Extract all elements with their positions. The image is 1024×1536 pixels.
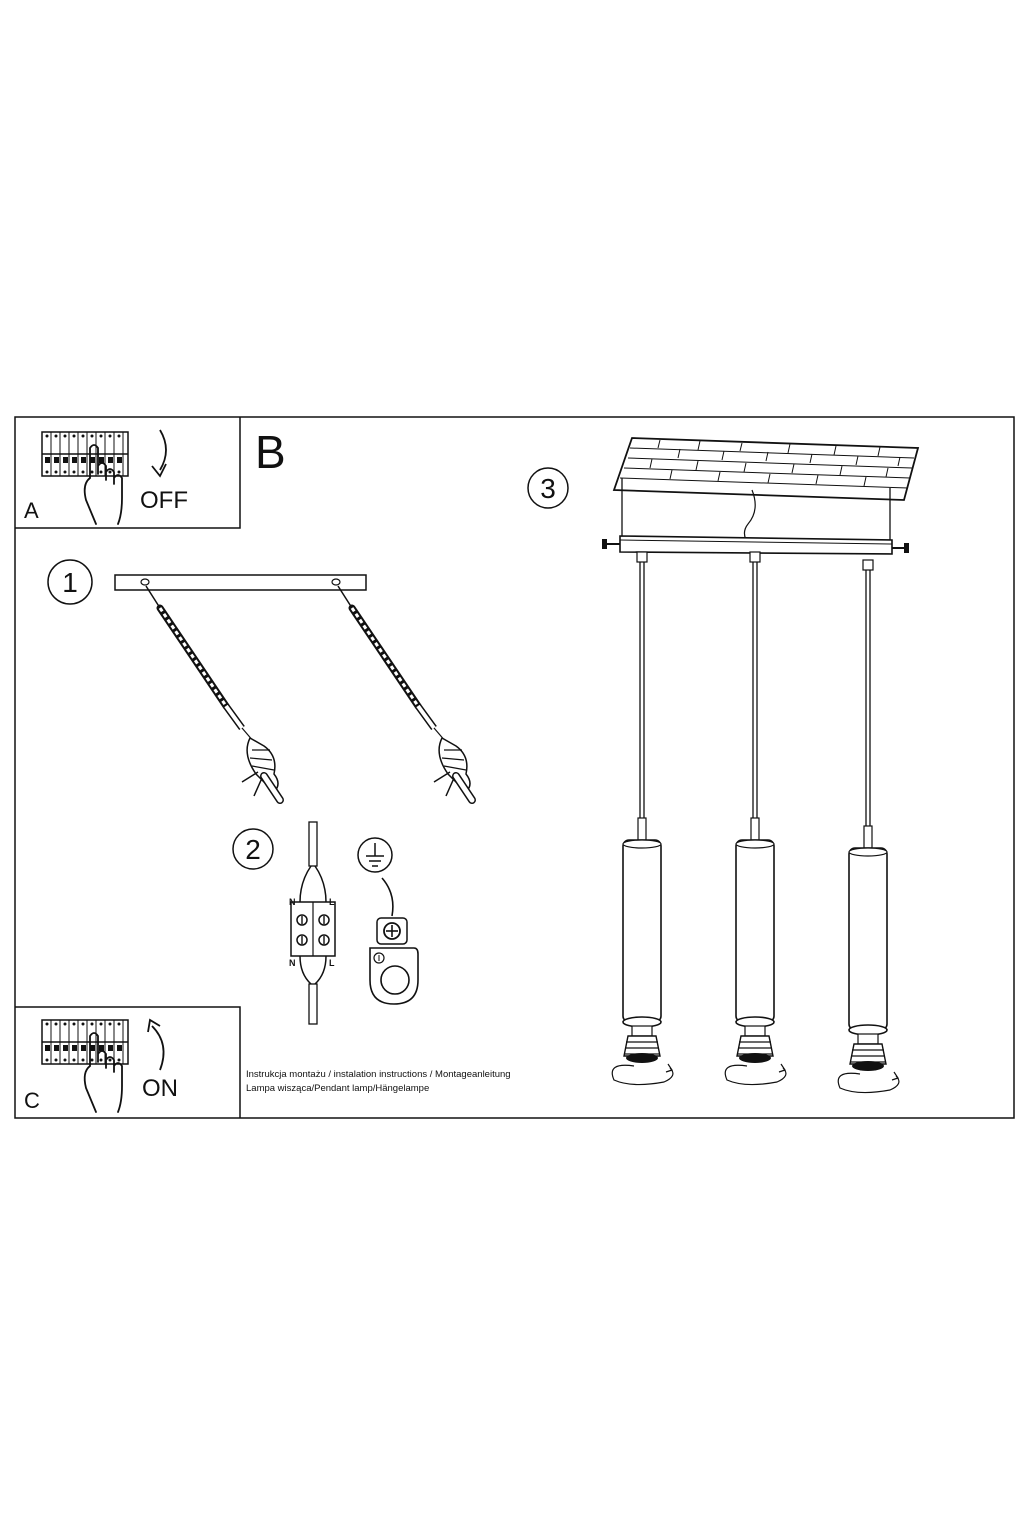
panel-a-action: OFF bbox=[140, 487, 188, 514]
screw-icon bbox=[602, 539, 620, 549]
step-2: 2 N L N L bbox=[232, 821, 419, 1025]
terminal-label-l-bottom: L bbox=[329, 958, 335, 968]
step-2-badge bbox=[232, 828, 274, 870]
wall-plug-icon bbox=[146, 586, 280, 800]
caption-line-2: Lampa wisząca/Pendant lamp/Hängelampe bbox=[246, 1083, 429, 1094]
step-1: 1 bbox=[47, 559, 472, 800]
breaker-panel-icon bbox=[41, 1019, 129, 1065]
on-arrow-icon bbox=[151, 1025, 165, 1071]
step-3-number: 3 bbox=[540, 473, 556, 504]
terminal-label-n-bottom: N bbox=[289, 958, 296, 968]
pendant-lamp-icon bbox=[724, 551, 787, 1086]
panel-a-frame bbox=[15, 417, 241, 529]
panel-c: ON C bbox=[24, 1018, 178, 1113]
step-2-number: 2 bbox=[245, 834, 261, 865]
panel-a: OFF A bbox=[24, 429, 188, 525]
mounting-bar-icon bbox=[114, 574, 367, 591]
pendant-lamp-icon bbox=[611, 551, 674, 1086]
breaker-panel-icon bbox=[41, 431, 129, 477]
wall-plug-icon bbox=[338, 586, 472, 800]
ceiling-icon bbox=[612, 437, 920, 501]
outer-frame bbox=[14, 416, 1015, 1119]
panel-c-action: ON bbox=[142, 1075, 178, 1102]
off-arrow-icon bbox=[159, 429, 167, 471]
step-1-badge bbox=[47, 559, 93, 605]
canopy-icon bbox=[602, 478, 909, 555]
step-1-number: 1 bbox=[62, 567, 78, 598]
ground-connection-icon bbox=[357, 837, 419, 1005]
panel-a-letter: A bbox=[24, 498, 39, 523]
panel-b-letter: B bbox=[255, 426, 286, 478]
screw-icon bbox=[892, 543, 909, 553]
step-3-badge bbox=[527, 467, 569, 509]
caption-line-1: Instrukcja montażu / instalation instruc… bbox=[246, 1069, 511, 1080]
pendant-lamp-icon bbox=[837, 559, 900, 1094]
step-3: 3 bbox=[527, 437, 920, 1094]
terminal-label-n-top: N bbox=[289, 897, 296, 907]
terminal-block-icon: N L N L bbox=[289, 821, 336, 1025]
terminal-label-l-top: L bbox=[329, 897, 335, 907]
panel-c-letter: C bbox=[24, 1088, 40, 1113]
panel-c-frame bbox=[15, 1006, 241, 1118]
